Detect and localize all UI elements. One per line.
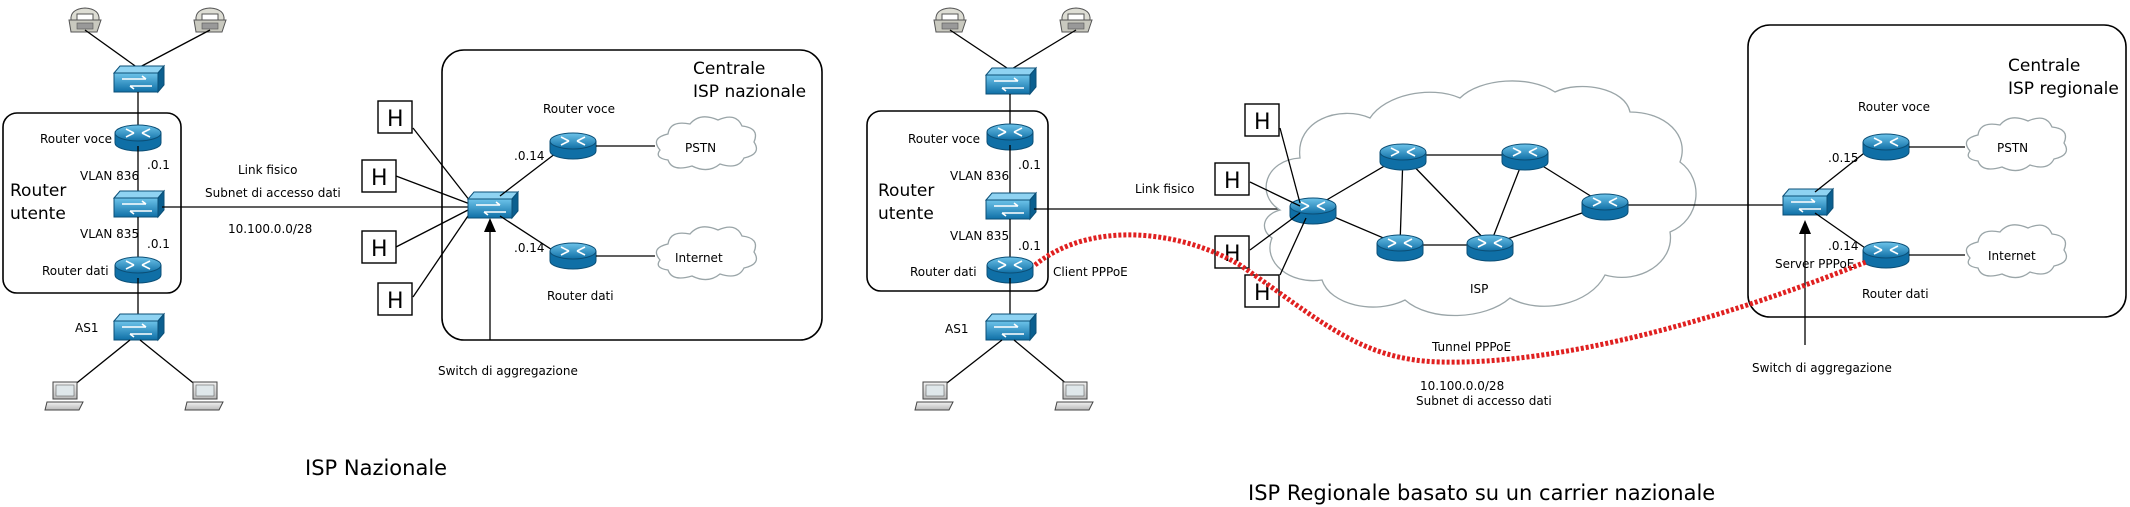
- subnet-accesso-label: Subnet di accesso dati: [205, 186, 341, 200]
- phone-icon: [68, 7, 102, 33]
- client-pppoe-label: Client PPPoE: [1053, 265, 1128, 279]
- tunnel-label: Tunnel PPPoE: [1431, 340, 1511, 354]
- user-router-box: [2, 112, 182, 294]
- pc-icon: [184, 381, 224, 411]
- isp-router-icon: [1581, 193, 1629, 221]
- phone-icon: [193, 7, 227, 33]
- router-utente-label-1: Router: [878, 181, 934, 201]
- isp-router-icon: [1376, 234, 1424, 262]
- router-voce-label: Router voce: [908, 132, 980, 146]
- h-host-label: H: [371, 166, 388, 191]
- router-voce-centrale-label: Router voce: [543, 102, 615, 116]
- arrow-up-icon: [1799, 220, 1811, 234]
- phone-icon: [933, 7, 967, 33]
- switch-aggregazione-icon: [1782, 188, 1834, 216]
- h-host-label: H: [1224, 242, 1241, 267]
- isp-edge-router-icon: [1289, 197, 1337, 225]
- centrale-nazionale-box: [441, 49, 823, 341]
- as1-switch-icon: [985, 313, 1037, 341]
- ip-c2-label: .0.14: [514, 241, 545, 255]
- switch-aggregazione-icon: [467, 191, 519, 219]
- centrale-label-1: Centrale: [693, 59, 765, 79]
- server-pppoe-label: Server PPPoE: [1775, 257, 1854, 271]
- user-switch-icon: [113, 190, 165, 218]
- pppoe-tunnel: [1033, 232, 1867, 365]
- link-fisico-label: Link fisico: [238, 163, 297, 177]
- vlan-836-label: VLAN 836: [950, 169, 1009, 183]
- h-host-label: H: [1254, 110, 1271, 135]
- isp-router-icon: [1466, 234, 1514, 262]
- h-host-label: H: [387, 107, 404, 132]
- ip-dati-label: .0.1: [1018, 239, 1041, 253]
- centrale-label-1: Centrale: [2008, 56, 2080, 76]
- subnet-value: 10.100.0.0/28: [1420, 379, 1504, 393]
- router-dati-centrale-label: Router dati: [1862, 287, 1929, 301]
- arrow-up-icon: [484, 218, 496, 232]
- internet-cloud-icon: [1965, 224, 2068, 279]
- centrale-regionale-box: [1747, 24, 2127, 318]
- subnet-accesso-label: Subnet di accesso dati: [1416, 394, 1552, 408]
- router-dati-centrale-icon: [549, 242, 597, 270]
- pc-icon: [914, 381, 954, 411]
- switch-aggregazione-label: Switch di aggregazione: [1752, 361, 1892, 375]
- router-dati-label: Router dati: [910, 265, 977, 279]
- caption-nazionale: ISP Nazionale: [305, 456, 447, 480]
- vlan-835-label: VLAN 835: [950, 229, 1009, 243]
- pstn-cloud-icon: [1965, 117, 2068, 172]
- pstn-label: PSTN: [1997, 141, 2028, 155]
- ip-c2-label: .0.14: [1828, 239, 1859, 253]
- as1-switch-icon: [113, 313, 165, 341]
- right-diagram: Router utente Router voce .0.1 VLAN 836 …: [866, 7, 2127, 505]
- caption-regionale: ISP Regionale basato su un carrier nazio…: [1248, 481, 1715, 505]
- router-voce-centrale-label: Router voce: [1858, 100, 1930, 114]
- isp-router-icon: [1379, 143, 1427, 171]
- h-host-label: H: [1254, 281, 1271, 306]
- internet-label: Internet: [1988, 249, 2036, 263]
- isp-label: ISP: [1470, 282, 1488, 296]
- pc-icon: [1054, 381, 1094, 411]
- h-host-label: H: [1224, 169, 1241, 194]
- router-utente-label-2: utente: [10, 204, 66, 224]
- switch-aggregazione-label: Switch di aggregazione: [438, 364, 578, 378]
- as1-label: AS1: [945, 322, 968, 336]
- isp-router-icon: [1501, 143, 1549, 171]
- vlan-836-label: VLAN 836: [80, 169, 139, 183]
- ip-dati-label: .0.1: [147, 237, 170, 251]
- voice-switch-icon: [985, 67, 1037, 95]
- h-host-label: H: [387, 289, 404, 314]
- h-host-label: H: [371, 237, 388, 262]
- subnet-value: 10.100.0.0/28: [228, 222, 312, 236]
- pstn-cloud-icon: [655, 116, 758, 171]
- voice-switch-icon: [113, 65, 165, 93]
- pstn-label: PSTN: [685, 141, 716, 155]
- as1-label: AS1: [75, 321, 98, 335]
- router-voce-centrale-icon: [1862, 133, 1910, 161]
- centrale-label-2: ISP nazionale: [693, 82, 806, 102]
- user-router-box: [866, 110, 1049, 292]
- ip-voce-label: .0.1: [1018, 158, 1041, 172]
- router-dati-centrale-label: Router dati: [547, 289, 614, 303]
- ip-voce-label: .0.1: [147, 158, 170, 172]
- centrale-label-2: ISP regionale: [2008, 79, 2119, 99]
- user-switch-icon: [985, 192, 1037, 220]
- ip-c1-label: .0.14: [514, 149, 545, 163]
- internet-cloud-icon: [655, 226, 758, 281]
- router-dati-centrale-icon: [1862, 241, 1910, 269]
- ip-c1-label: .0.15: [1828, 151, 1859, 165]
- isp-cloud-icon: [1263, 80, 1697, 317]
- router-dati-label: Router dati: [42, 264, 109, 278]
- router-voce-centrale-icon: [549, 132, 597, 160]
- pc-icon: [44, 381, 84, 411]
- link-fisico-label: Link fisico: [1135, 182, 1194, 196]
- left-diagram: Router utente Router voce .0.1 VLAN 836 …: [2, 7, 823, 480]
- internet-label: Internet: [675, 251, 723, 265]
- router-voce-label: Router voce: [40, 132, 112, 146]
- router-utente-label-2: utente: [878, 204, 934, 224]
- vlan-835-label: VLAN 835: [80, 227, 139, 241]
- phone-icon: [1059, 7, 1093, 33]
- router-utente-label-1: Router: [10, 181, 66, 201]
